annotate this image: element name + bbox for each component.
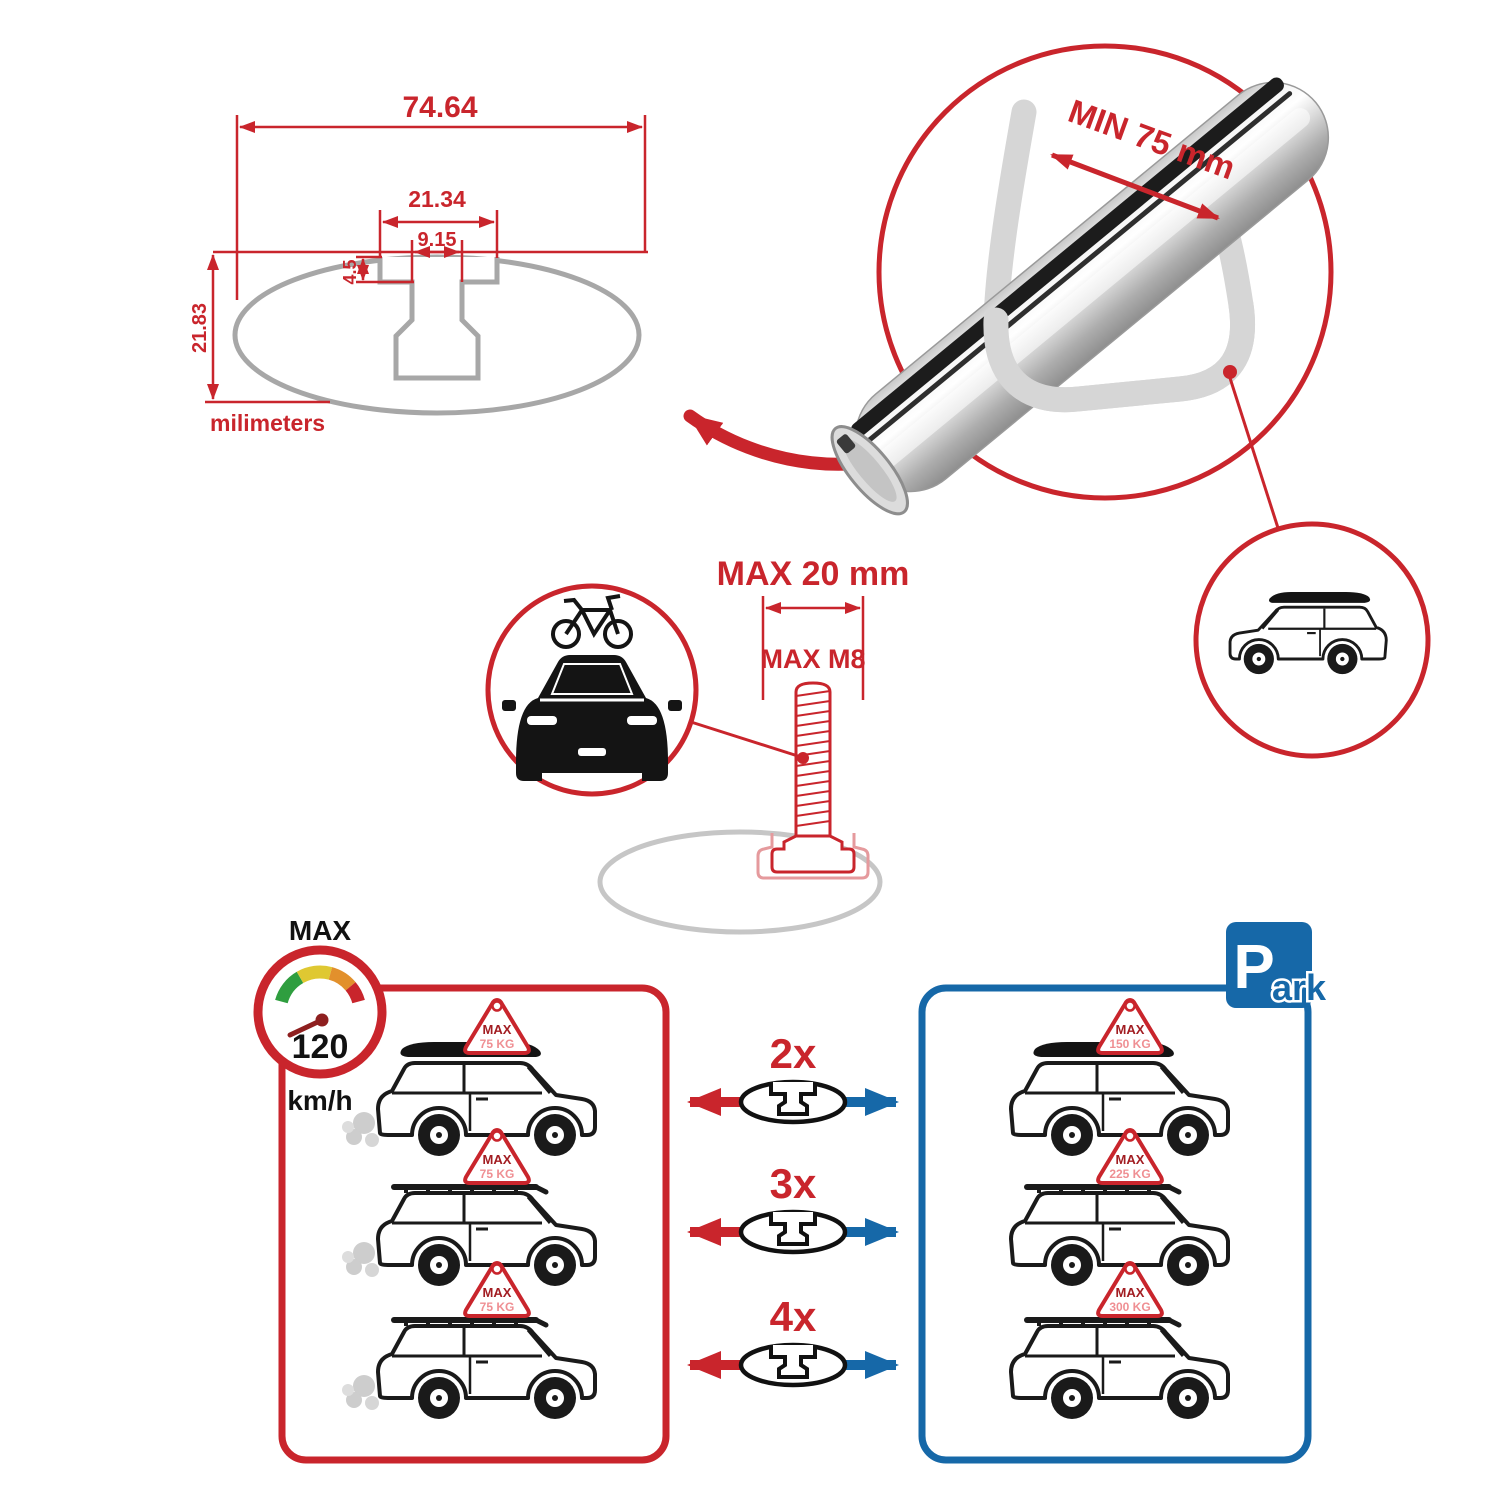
bolt-max-width-label: MAX 20 mm: [717, 555, 910, 593]
option-qty-3: 4x: [770, 1293, 817, 1340]
gauge-unit: km/h: [287, 1085, 352, 1116]
park-sign-letter: P: [1233, 933, 1274, 1002]
crossbar-quantity-options: 2x 3x 4x: [687, 1030, 899, 1385]
gauge-value: 120: [292, 1028, 349, 1066]
clamp-strap-front: [983, 292, 1256, 413]
sign-title: MAX: [1116, 1285, 1145, 1300]
cross-section-diagram: 74.64 21.34 9.15 4.5 21.83 milimeters: [189, 91, 648, 436]
sign-weight: 150 KG: [1109, 1037, 1150, 1051]
t-bolt: [770, 681, 856, 874]
car-front-circle: [485, 583, 699, 797]
parked-car-row-2: MAX 225 KG: [1009, 1128, 1230, 1288]
load-sign: MAX 75 KG: [463, 1128, 531, 1185]
option-qty-1: 2x: [770, 1030, 817, 1077]
units-label: milimeters: [210, 410, 325, 436]
parked-car-row-3: MAX 300 KG: [1009, 1261, 1230, 1421]
parked-car-row-1: MAX 150 KG: [1009, 998, 1230, 1158]
sign-weight: 75 KG: [480, 1037, 515, 1051]
load-sign: MAX 300 KG: [1096, 1261, 1164, 1318]
bicycle-icon: [551, 594, 633, 649]
bolt-connector-line: [690, 720, 802, 759]
profile-icon-2: [741, 1212, 845, 1252]
car-front-view: [502, 655, 682, 781]
gauge-arcs: [275, 965, 365, 1004]
bolt-marker-dot: [797, 752, 809, 764]
min-span-arrow: [1050, 152, 1220, 221]
sign-title: MAX: [483, 1152, 512, 1167]
gauge-max-label: MAX: [289, 915, 352, 946]
sign-title: MAX: [483, 1285, 512, 1300]
sign-weight: 300 KG: [1109, 1300, 1150, 1314]
park-sign-suffix: ark: [1272, 967, 1327, 1008]
load-sign: MAX 75 KG: [463, 998, 531, 1055]
dim-total-width: 74.64: [402, 91, 477, 124]
load-sign: MAX 225 KG: [1096, 1128, 1164, 1185]
dim-channel-inner: 9.15: [418, 229, 457, 251]
bolt-thread-label: MAX M8: [760, 644, 865, 674]
crossbar-detail-circle: MIN 75 mm: [830, 43, 1334, 516]
dim-total-height: 21.83: [189, 303, 211, 353]
bolt-diagram: MAX 20 mm MAX M8: [597, 555, 910, 935]
clamp-marker-dot: [1223, 365, 1237, 379]
driving-car-row-2: MAX 75 KG: [342, 1128, 597, 1288]
load-sign: MAX 75 KG: [463, 1261, 531, 1318]
sign-title: MAX: [1116, 1022, 1145, 1037]
dim-channel-outer: 21.34: [408, 186, 466, 212]
gauge-hub: [315, 1013, 329, 1027]
suv-circle: [1193, 521, 1431, 759]
sign-title: MAX: [1116, 1152, 1145, 1167]
profile-icon-1: [741, 1082, 845, 1122]
speed-limit-gauge: MAX 120 km/h: [253, 915, 387, 1116]
driving-car-row-3: MAX 75 KG: [342, 1261, 597, 1421]
dim-channel-depth: 4.5: [340, 259, 360, 284]
load-sign: MAX 150 KG: [1096, 998, 1164, 1055]
profile-icon-3: [741, 1345, 845, 1385]
suv-connector-line: [1228, 377, 1280, 529]
sign-title: MAX: [483, 1022, 512, 1037]
ghost-slot-channel: [756, 833, 870, 880]
driving-car-row-1: MAX 75 KG: [342, 998, 597, 1158]
sign-weight: 225 KG: [1109, 1167, 1150, 1181]
option-qty-2: 3x: [770, 1160, 817, 1207]
park-sign: P ark: [1226, 922, 1330, 1011]
sign-weight: 75 KG: [480, 1167, 515, 1181]
sign-weight: 75 KG: [480, 1300, 515, 1314]
